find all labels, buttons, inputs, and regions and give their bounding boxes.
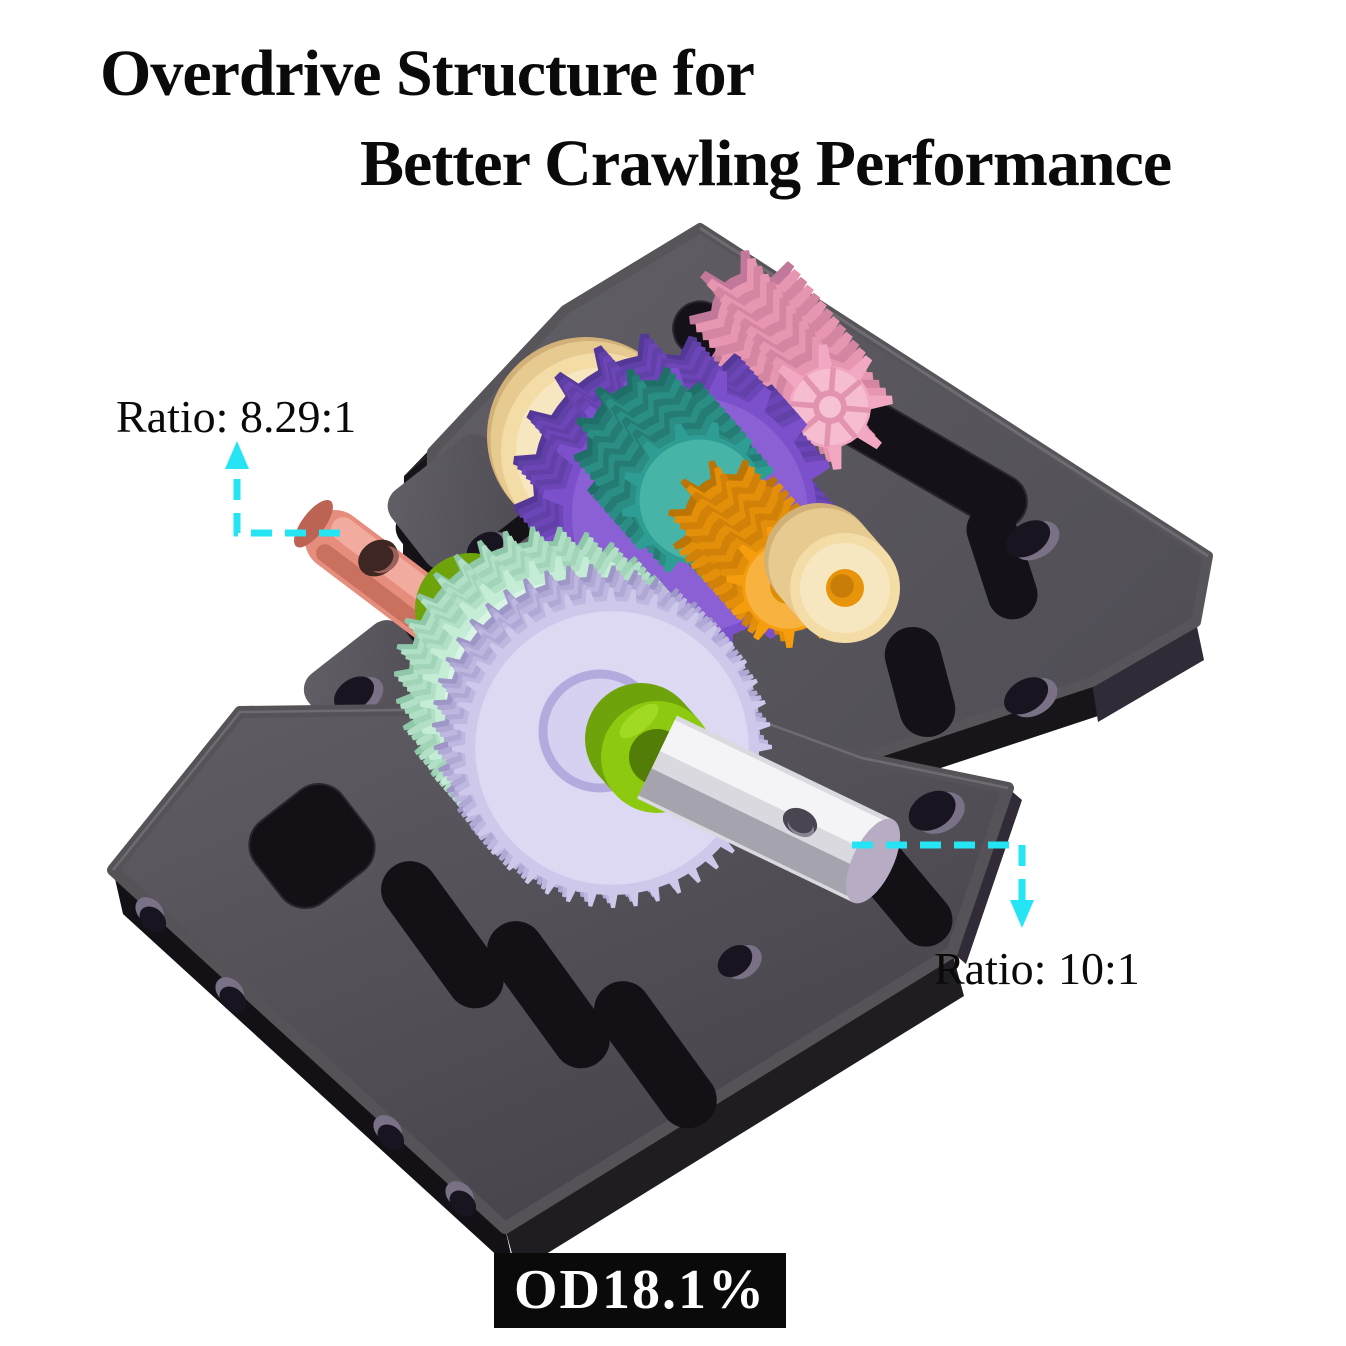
deck-notch xyxy=(884,626,956,738)
title-line1: Overdrive Structure for xyxy=(100,37,755,110)
square-cutout xyxy=(248,783,376,909)
screw-hole xyxy=(908,790,965,834)
screw-hole xyxy=(1004,677,1058,718)
lower-deck-side-right xyxy=(505,952,964,1272)
annotations xyxy=(225,441,1034,928)
title-line2: Better Crawling Performance xyxy=(360,127,1172,200)
gear-assembly xyxy=(294,250,901,908)
ratio-829-arrow-head-icon xyxy=(225,441,249,469)
cream-front-bearing xyxy=(764,503,900,643)
ratio-829-arrow xyxy=(225,441,340,537)
slot xyxy=(487,921,610,1069)
slot xyxy=(594,981,717,1129)
ratio-10-arrow xyxy=(852,841,1034,928)
screw-hole xyxy=(717,944,762,980)
ratio-10-label: Ratio: 10:1 xyxy=(934,943,1140,994)
slot xyxy=(381,861,504,1009)
ratio-10-arrow-head-icon xyxy=(1010,900,1034,928)
lower-deck-wing-side xyxy=(952,788,1022,964)
overdrive-percentage-badge: OD18.1% xyxy=(494,1253,786,1328)
side-screw-holes xyxy=(135,897,477,1217)
motor-slot-step xyxy=(966,504,1038,620)
lower-deck-side-left xyxy=(113,870,515,1272)
screw-hole xyxy=(1006,520,1060,561)
silver-output-shaft xyxy=(637,715,901,904)
upper-deck-side-sheen xyxy=(1092,622,1204,722)
ratio-829-label: Ratio: 8.29:1 xyxy=(116,391,357,442)
